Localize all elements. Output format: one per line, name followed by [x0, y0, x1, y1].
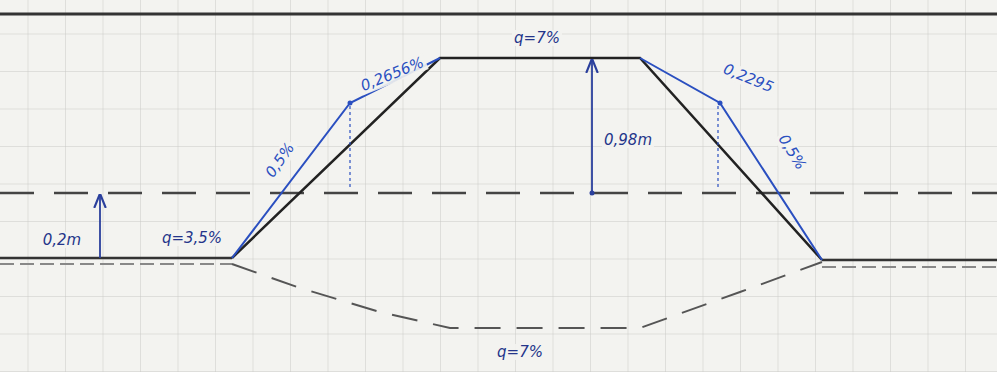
grade-line-right: [640, 58, 822, 260]
ground-left: [0, 257, 232, 260]
reference-line: [0, 192, 997, 195]
ground-right-dashed: [822, 266, 997, 268]
lower-curve: [232, 262, 822, 328]
dotted-drop: [349, 106, 350, 190]
ground-left-dashed: [0, 263, 232, 265]
grade-line-left: [232, 58, 440, 258]
dotted-drop: [717, 106, 718, 190]
slope-label: q=3,5%: [160, 230, 224, 247]
top-border: [0, 13, 997, 16]
dimension-label: 0,98m: [602, 132, 654, 149]
break-point: [348, 101, 353, 106]
dimension-label: 0,2m: [41, 232, 83, 249]
dimension-line: [591, 60, 593, 193]
dimension-line: [99, 195, 101, 258]
break-point: [718, 101, 723, 106]
slope-label: q=7%: [495, 344, 545, 361]
ground-right: [822, 259, 997, 262]
dimension-dot: [590, 191, 595, 196]
slope-label: q=7%: [512, 30, 562, 47]
embankment-outline: [232, 58, 822, 260]
